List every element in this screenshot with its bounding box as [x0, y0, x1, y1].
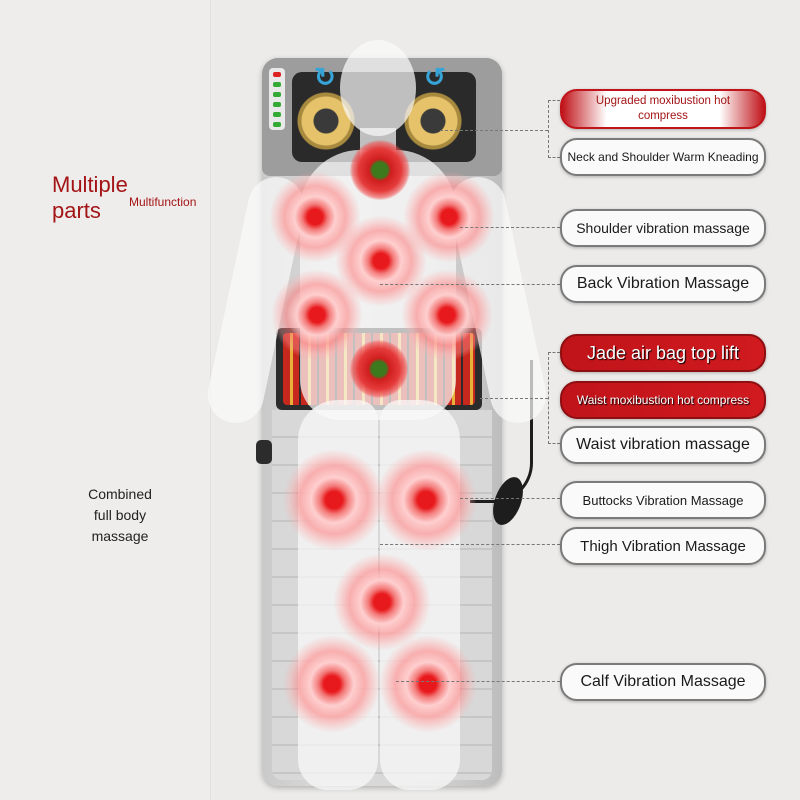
label-waist-moxibustion: Waist moxibustion hot compress	[560, 381, 766, 419]
neck-herb-leaf-icon	[350, 140, 410, 200]
thigh-glow	[334, 554, 430, 650]
leader-line	[548, 443, 560, 444]
side-caption: Combined full body massage	[88, 486, 152, 544]
label-waist-vibration: Waist vibration massage	[560, 426, 766, 464]
label-back-vibration: Back Vibration Massage	[560, 265, 766, 303]
leader-line	[460, 227, 560, 228]
control-button	[273, 92, 281, 97]
control-panel	[269, 68, 285, 130]
calf-right-glow	[380, 636, 476, 732]
body-head	[340, 40, 416, 136]
buttock-right-glow	[376, 450, 476, 550]
waist-herb-leaf-icon	[350, 340, 408, 398]
calf-left-glow	[284, 636, 380, 732]
label-text: Upgraded moxibustion hot compress	[595, 95, 731, 122]
heading-subtitle: Multifunction	[129, 195, 197, 209]
left-panel-background	[0, 0, 210, 800]
label-shoulder-vibration: Shoulder vibration massage	[560, 209, 766, 247]
leader-line	[380, 284, 560, 285]
label-upgraded-moxibustion: Upgraded moxibustion hot compress	[560, 89, 766, 129]
leader-line	[460, 498, 560, 499]
rotation-arrow-icon: ↻	[314, 62, 336, 92]
side-connector	[256, 440, 272, 464]
leader-line	[548, 100, 560, 101]
buttock-left-glow	[284, 450, 384, 550]
control-button	[273, 122, 281, 127]
leader-line	[380, 544, 560, 545]
label-neck-shoulder: Neck and Shoulder Warm Kneading	[560, 138, 766, 176]
leader-line	[548, 100, 549, 158]
heading-title: Multiple parts	[52, 172, 128, 224]
label-buttocks-vibration: Buttocks Vibration Massage	[560, 481, 766, 519]
control-button	[273, 82, 281, 87]
control-button	[273, 102, 281, 107]
leader-line	[396, 681, 560, 682]
lower-back-left-glow	[272, 270, 362, 360]
control-button-power	[273, 72, 281, 77]
heading-title-text: Multiple parts	[52, 172, 128, 223]
control-button	[273, 112, 281, 117]
leader-line	[548, 352, 560, 353]
label-jade-air-bag: Jade air bag top lift	[560, 334, 766, 372]
leader-line	[440, 130, 548, 131]
leader-line	[548, 157, 560, 158]
rotation-arrow-icon: ↺	[424, 62, 446, 92]
leader-line	[548, 352, 549, 444]
label-calf-vibration: Calf Vibration Massage	[560, 663, 766, 701]
label-thigh-vibration: Thigh Vibration Massage	[560, 527, 766, 565]
leader-line	[480, 398, 548, 399]
lower-back-right-glow	[402, 270, 492, 360]
